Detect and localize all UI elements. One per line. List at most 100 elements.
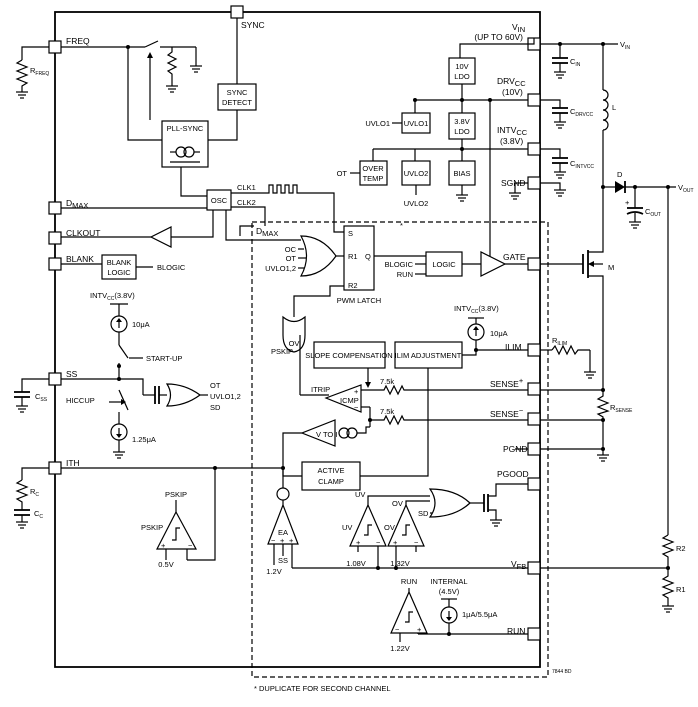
pin-blank-label: BLANK [66, 254, 94, 264]
svg-text:Q: Q [365, 252, 371, 261]
pin-blank [48, 257, 62, 271]
svg-text:INTERNAL: INTERNAL [430, 577, 467, 586]
svg-text:1.08V: 1.08V [346, 559, 366, 568]
svg-text:SLOPE COMPENSATION: SLOPE COMPENSATION [305, 351, 392, 360]
svg-text:OV: OV [289, 339, 300, 348]
svg-text:CLAMP: CLAMP [318, 477, 344, 486]
svg-text:0.5V: 0.5V [158, 560, 173, 569]
pgood-or-gate [428, 488, 471, 518]
pin-gate-label: GATE [503, 252, 526, 262]
inductor [602, 89, 609, 131]
svg-text:+: + [356, 538, 361, 547]
svg-text:10V: 10V [455, 62, 468, 71]
pin-run-label: RUN [507, 626, 525, 636]
svg-text:UVLO1,2: UVLO1,2 [265, 264, 296, 273]
pin-ith-label: ITH [66, 458, 80, 468]
svg-text:RFREQ: RFREQ [30, 66, 49, 77]
svg-text:UVLO1: UVLO1 [404, 119, 429, 128]
svg-text:−: − [354, 403, 359, 412]
svg-text:BIAS: BIAS [453, 169, 470, 178]
svg-text:OT: OT [337, 169, 348, 178]
active-clamp-block [301, 461, 361, 491]
svg-text:CLK1: CLK1 [237, 183, 256, 192]
svg-text:BLANK: BLANK [107, 258, 132, 267]
svg-text:OV: OV [392, 499, 403, 508]
svg-text:M: M [608, 263, 614, 272]
svg-text:OT: OT [210, 381, 221, 390]
svg-text:+: + [161, 541, 166, 550]
svg-text:INTVCC(3.8V): INTVCC(3.8V) [454, 304, 499, 315]
pin-run [527, 627, 541, 641]
svg-text:10μA: 10μA [490, 329, 508, 338]
svg-text:V TO I: V TO I [316, 430, 337, 439]
pin-drvcc-label: DRVCC [497, 76, 526, 88]
svg-text:LDO: LDO [454, 127, 470, 136]
svg-text:PSKIP: PSKIP [141, 523, 163, 532]
pwm-latch [343, 225, 375, 291]
svg-text:7.5k: 7.5k [380, 407, 394, 416]
fault-or-gate [165, 383, 202, 407]
svg-text:INTVCC(3.8V): INTVCC(3.8V) [90, 291, 135, 302]
svg-text:(4.5V): (4.5V) [439, 587, 460, 596]
pin-pgnd [527, 442, 541, 456]
svg-text:+: + [417, 625, 422, 634]
startup-switch [118, 344, 129, 359]
clk1-waveform [231, 184, 301, 194]
pin-vin-note: (UP TO 60V) [474, 32, 523, 42]
svg-text:CLK2: CLK2 [237, 198, 256, 207]
bias-block [448, 160, 476, 186]
r2-resistor [661, 534, 675, 568]
pin-freq-label: FREQ [66, 36, 90, 46]
svg-text:PSKIP: PSKIP [165, 490, 187, 499]
svg-text:1μA/5.5μA: 1μA/5.5μA [462, 610, 497, 619]
hiccup-switch [118, 389, 129, 411]
pin-sense-n-label: SENSE− [490, 406, 524, 419]
rfreq-resistor [15, 59, 29, 92]
svg-text:7.5k: 7.5k [380, 377, 394, 386]
svg-text:PWM LATCH: PWM LATCH [337, 296, 381, 305]
pin-pgood [527, 477, 541, 491]
svg-text:RSENSE: RSENSE [610, 403, 633, 414]
svg-text:−: − [376, 538, 381, 547]
resistor-7-5k-2 [370, 414, 528, 426]
pin-ss [48, 372, 62, 386]
pin-sense-n [527, 412, 541, 426]
icmp-comparator [324, 384, 362, 413]
svg-text:EA: EA [278, 528, 288, 537]
svg-text:COUT: COUT [645, 207, 661, 218]
clkout-buffer [149, 226, 172, 248]
pin-ilim-label: ILIM [505, 342, 522, 352]
pin-drvcc-note: (10V) [502, 87, 523, 97]
svg-text:DETECT: DETECT [222, 98, 252, 107]
ldo-38v-block [448, 112, 476, 140]
svg-text:RC: RC [30, 487, 39, 498]
svg-text:R2: R2 [348, 281, 358, 290]
svg-text:UVLO2: UVLO2 [404, 199, 429, 208]
svg-text:BLOGIC: BLOGIC [157, 263, 186, 272]
svg-text:1.22V: 1.22V [390, 644, 410, 653]
svg-text:UVLO1: UVLO1 [365, 119, 390, 128]
figure-number: 7844 BD [552, 669, 572, 675]
over-temp-block [359, 160, 388, 186]
pin-freq [48, 40, 62, 54]
svg-text:RILIM: RILIM [552, 336, 567, 347]
resistor-7-5k-1 [380, 384, 528, 396]
svg-text:OVER: OVER [362, 164, 384, 173]
svg-text:R2: R2 [676, 544, 686, 553]
pin-sync [230, 5, 244, 19]
pin-clkout [48, 231, 62, 245]
svg-text:LDO: LDO [454, 72, 470, 81]
svg-text:ILIM ADJUSTMENT: ILIM ADJUSTMENT [395, 351, 462, 360]
svg-text:DMAX: DMAX [256, 226, 278, 238]
v-to-i-amp [300, 419, 336, 447]
pin-intvcc-note: (3.8V) [500, 136, 523, 146]
svg-text:R1: R1 [676, 585, 686, 594]
pin-sense-p-label: SENSE+ [490, 376, 524, 389]
pll-sync-block [161, 120, 209, 168]
svg-text:ICMP: ICMP [340, 396, 359, 405]
svg-text:R1: R1 [348, 252, 358, 261]
pin-gate [527, 257, 541, 271]
svg-text:+: + [393, 538, 398, 547]
